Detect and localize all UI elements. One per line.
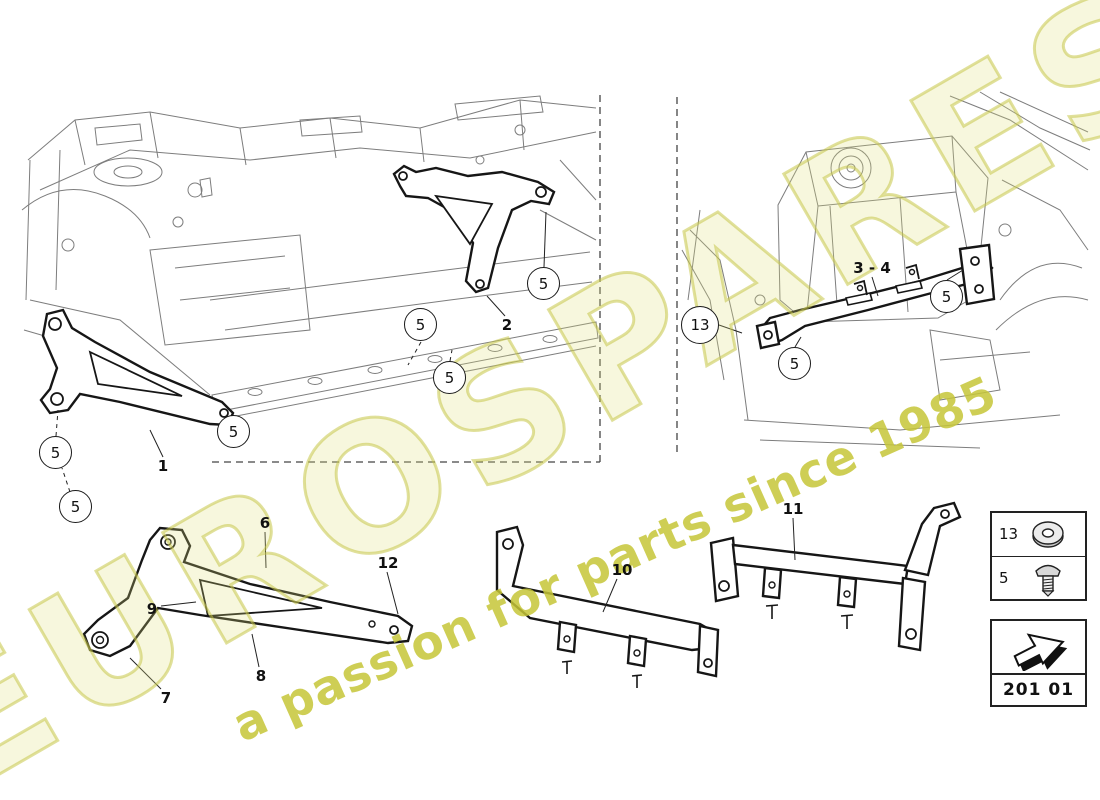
part-label-8[interactable]: 8 — [255, 667, 267, 685]
bracket-part-11-drawing — [709, 501, 962, 652]
legend-row-screw[interactable]: 5 — [992, 555, 1085, 600]
bracket-part-10-drawing — [495, 525, 720, 688]
legend-row-washer[interactable]: 13 — [992, 513, 1085, 556]
part-label-11[interactable]: 11 — [782, 500, 804, 518]
part-label-3-4[interactable]: 3 - 4 — [853, 259, 891, 277]
direction-arrow-icon — [1012, 633, 1067, 671]
legend-number-13: 13 — [999, 525, 1019, 544]
leader-lines — [129, 211, 964, 690]
bracket-part-2-drawing — [392, 164, 556, 294]
part-label-12[interactable]: 12 — [377, 554, 399, 572]
dashed-leader-lines — [55, 341, 453, 493]
callout-13[interactable]: 13 — [681, 306, 719, 344]
left-chassis-drawing — [21, 95, 599, 421]
bracket-part-3-4-drawing — [755, 243, 996, 350]
part-label-1[interactable]: 1 — [157, 457, 169, 475]
arrow-wrap — [1004, 621, 1074, 673]
bracket-parts-6-12-drawing — [82, 526, 414, 658]
fastener-legend-box: 13 5 — [990, 511, 1087, 601]
part-label-7[interactable]: 7 — [160, 689, 172, 707]
callout-5-strap-right[interactable]: 5 — [930, 280, 963, 313]
callout-5-part1-left-upper[interactable]: 5 — [39, 436, 72, 469]
part-label-9[interactable]: 9 — [146, 600, 158, 618]
callout-5-strap-left[interactable]: 5 — [778, 347, 811, 380]
washer-icon — [1032, 521, 1064, 548]
part-label-2[interactable]: 2 — [501, 316, 513, 334]
callout-5-sill-upper[interactable]: 5 — [404, 308, 437, 341]
crop-boundary-dashed — [212, 95, 678, 463]
callout-5-sill-lower[interactable]: 5 — [433, 361, 466, 394]
page-code-box[interactable]: 201 01 — [990, 619, 1087, 707]
callout-5-part1-left-lower[interactable]: 5 — [59, 490, 92, 523]
callout-5-part2[interactable]: 5 — [527, 267, 560, 300]
legend-number-5: 5 — [999, 568, 1009, 587]
page-code: 201 01 — [992, 673, 1085, 705]
right-chassis-drawing — [681, 91, 1091, 449]
part-label-6[interactable]: 6 — [259, 514, 271, 532]
part-label-10[interactable]: 10 — [611, 561, 633, 579]
callout-5-part1-tip[interactable]: 5 — [217, 415, 250, 448]
bracket-part-1-drawing — [39, 308, 235, 427]
screw-icon — [1035, 564, 1061, 597]
